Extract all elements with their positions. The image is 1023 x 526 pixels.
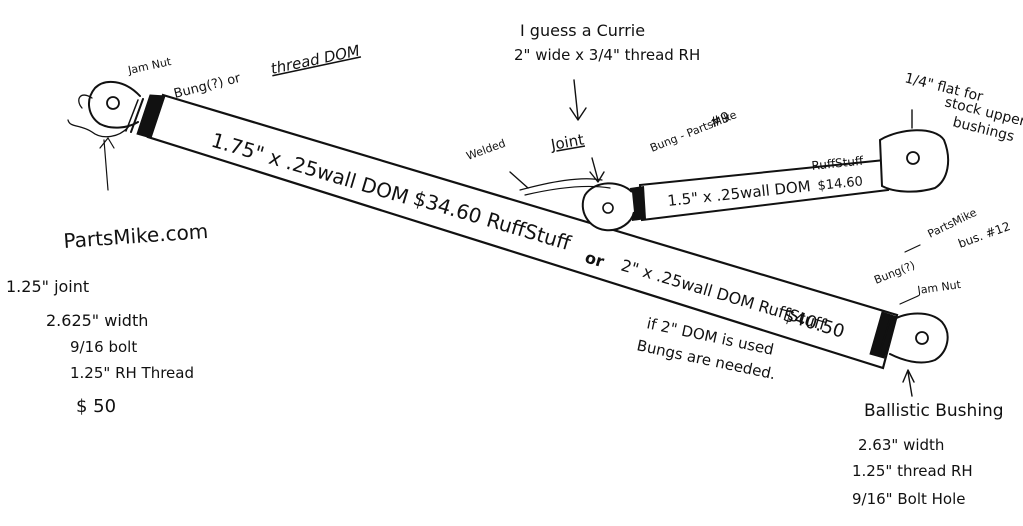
left-thread-dom-label: thread DOM (269, 41, 361, 77)
welded-label: Welded (465, 137, 508, 163)
mid-joint-hole (602, 202, 614, 214)
joint-arrow (589, 157, 605, 183)
right-rod-end-hole (915, 331, 929, 345)
right-jam-arrow (899, 295, 919, 305)
right-spec-2: 1.25" thread RH (852, 462, 973, 480)
left-spec-4: 1.25" RH Thread (70, 364, 194, 382)
left-source-label: PartsMike.com (63, 219, 209, 253)
left-rod-end-hole (106, 96, 120, 110)
right-spec-1: 2.63" width (858, 436, 944, 454)
right-jam-nut-label: Jam Nut (916, 278, 963, 297)
bushing-arrow (902, 369, 915, 397)
left-spec-1: 1.25" joint (6, 277, 89, 296)
curie-label-2: 2" wide x 3/4" thread RH (514, 46, 700, 64)
alt-or-label: or (583, 248, 607, 272)
flat-bushing-plate (878, 129, 950, 193)
right-bung-arrow (904, 244, 921, 253)
left-spec-2: 2.625" width (46, 311, 148, 330)
flat-bushing-hole (906, 151, 920, 165)
right-jam-nut (869, 311, 898, 359)
right-spec-3: 9/16" Bolt Hole (852, 490, 966, 508)
curie-arrow (569, 79, 587, 121)
mid-joint (581, 182, 635, 232)
right-bung-label: Bung(?) (872, 259, 917, 287)
short-tube-vendor: RuffStuff (811, 154, 865, 173)
left-price: $ 50 (76, 396, 116, 417)
joint-label: Joint (549, 130, 586, 154)
curie-label-1: I guess a Currie (520, 21, 645, 40)
left-spec-3: 9/16 bolt (70, 338, 137, 356)
short-tube-price: $14.60 (817, 174, 864, 194)
welded-arrow (509, 171, 529, 189)
right-bushing-label: Ballistic Bushing (864, 401, 1004, 421)
right-rod-end (889, 312, 949, 364)
left-bung-label: Bung(?) or (172, 71, 242, 102)
left-rod-end (88, 80, 141, 129)
left-jam-nut (136, 94, 166, 139)
left-jam-nut-label: Jam Nut (126, 55, 173, 77)
mid-bung-number: #9 (708, 109, 733, 132)
